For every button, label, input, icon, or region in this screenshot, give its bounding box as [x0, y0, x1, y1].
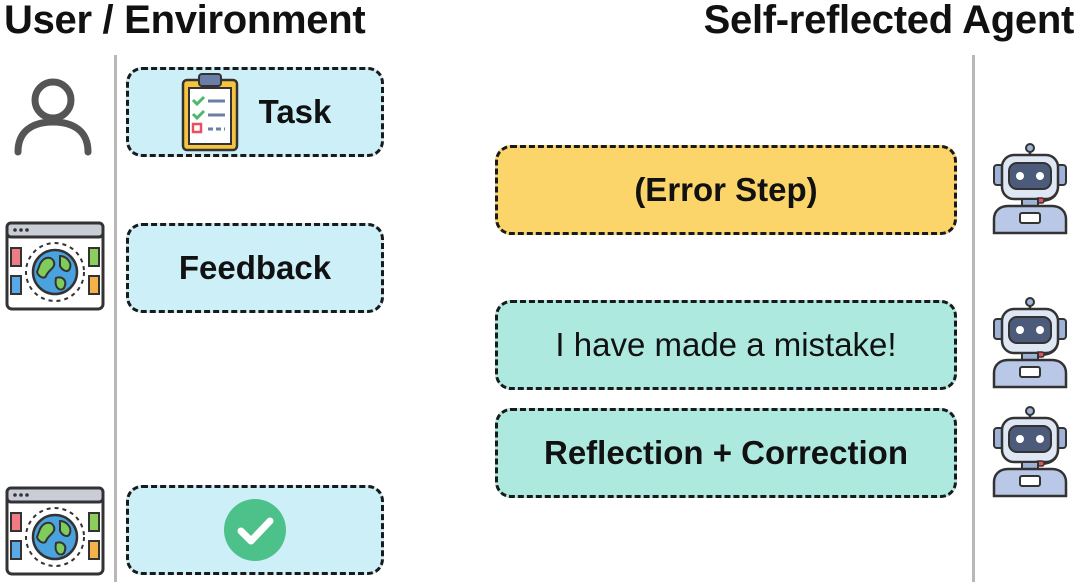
mistake-box: I have made a mistake!	[495, 300, 957, 390]
mistake-label: I have made a mistake!	[555, 326, 897, 363]
user-icon	[8, 72, 98, 156]
reflection-correction-label: Reflection + Correction	[544, 434, 908, 471]
robot-icon	[986, 143, 1074, 235]
clipboard-checklist-icon	[179, 72, 241, 152]
robot-icon	[986, 297, 1074, 389]
task-label: Task	[258, 93, 332, 130]
world-browser-icon	[4, 220, 106, 312]
reflection-correction-box: Reflection + Correction	[495, 408, 957, 498]
feedback-box: Feedback	[126, 223, 384, 313]
user-column-divider	[114, 55, 117, 582]
success-box	[126, 485, 384, 575]
world-browser-icon	[4, 485, 106, 577]
feedback-label: Feedback	[178, 249, 332, 286]
error-step-label: (Error Step)	[634, 171, 818, 208]
user-environment-heading: User / Environment	[4, 0, 366, 42]
self-reflected-agent-heading: Self-reflected Agent	[703, 0, 1075, 42]
robot-icon	[986, 406, 1074, 498]
error-step-box: (Error Step)	[495, 145, 957, 235]
task-box: Task	[126, 67, 384, 157]
agent-column-divider	[972, 55, 975, 582]
check-circle-icon	[223, 498, 287, 562]
